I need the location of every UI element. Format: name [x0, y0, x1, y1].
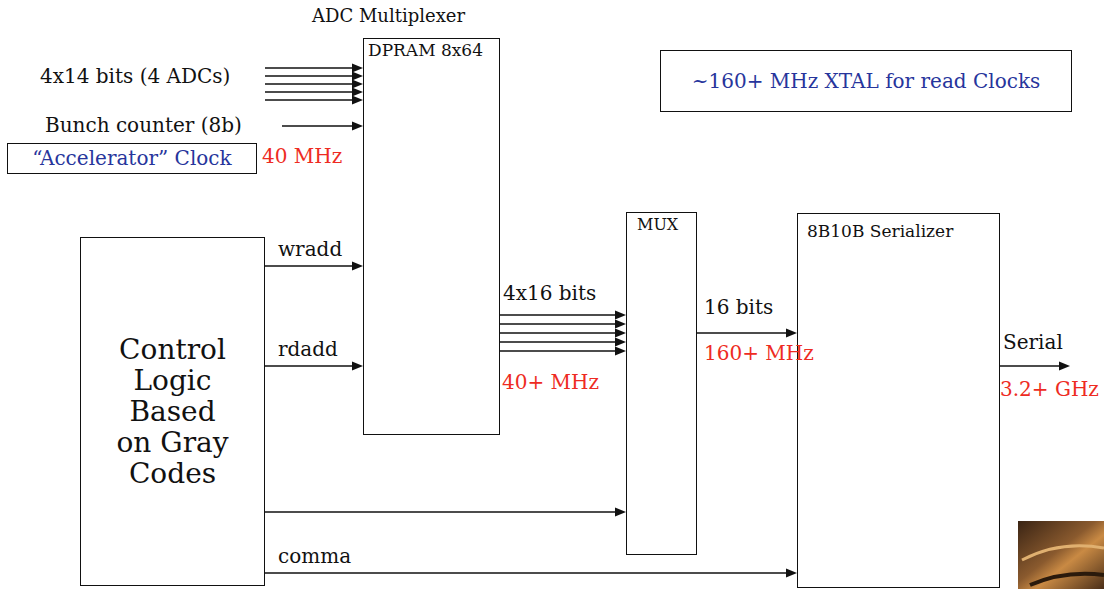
serial-output-arrow: [1000, 362, 1070, 371]
signal-connector: [697, 329, 797, 338]
node-label: ~160+ MHz XTAL for read Clocks: [692, 70, 1041, 93]
node-label: “Accelerator” Clock: [32, 147, 231, 170]
signal-connector: [265, 362, 363, 371]
node-label: Control Logic Based on Gray Codes: [114, 334, 232, 489]
diagram-title: ADC Multiplexer: [312, 6, 465, 27]
bunch-counter-arrow: [282, 122, 363, 131]
signal-label: 4x14 bits (4 ADCs): [40, 65, 230, 88]
connector-label: wradd: [278, 238, 342, 261]
connector-label: 16 bits: [704, 296, 773, 319]
node-label: DPRAM 8x64: [368, 41, 483, 61]
signal-connector: [265, 508, 626, 517]
signal-connector: [500, 311, 626, 356]
adc-input-arrows: [265, 64, 363, 105]
node-label: 8B10B Serializer: [807, 222, 953, 242]
signal-label: Bunch counter (8b): [45, 114, 242, 137]
frequency-label: 40 MHz: [262, 145, 342, 168]
connector-label: rdadd: [278, 338, 338, 361]
signal-connector: [265, 569, 797, 578]
connector-label: 4x16 bits: [503, 282, 596, 305]
node-label: MUX: [637, 216, 678, 234]
mux-block: MUX: [626, 212, 697, 555]
frequency-label: 3.2+ GHz: [1000, 378, 1099, 401]
serializer-block: 8B10B Serializer: [797, 213, 1000, 588]
photo-fragment: [1018, 521, 1104, 589]
control-logic-block: Control Logic Based on Gray Codes: [80, 237, 265, 586]
signal-label: Serial: [1003, 331, 1063, 354]
clock-box: “Accelerator” Clock: [7, 143, 257, 174]
connector-label: comma: [278, 545, 351, 568]
frequency-label: 160+ MHz: [704, 342, 814, 365]
frequency-label: 40+ MHz: [502, 371, 599, 394]
clock-note-box: ~160+ MHz XTAL for read Clocks: [660, 50, 1072, 112]
signal-connector: [265, 262, 363, 271]
dpram-block: DPRAM 8x64: [363, 38, 500, 435]
